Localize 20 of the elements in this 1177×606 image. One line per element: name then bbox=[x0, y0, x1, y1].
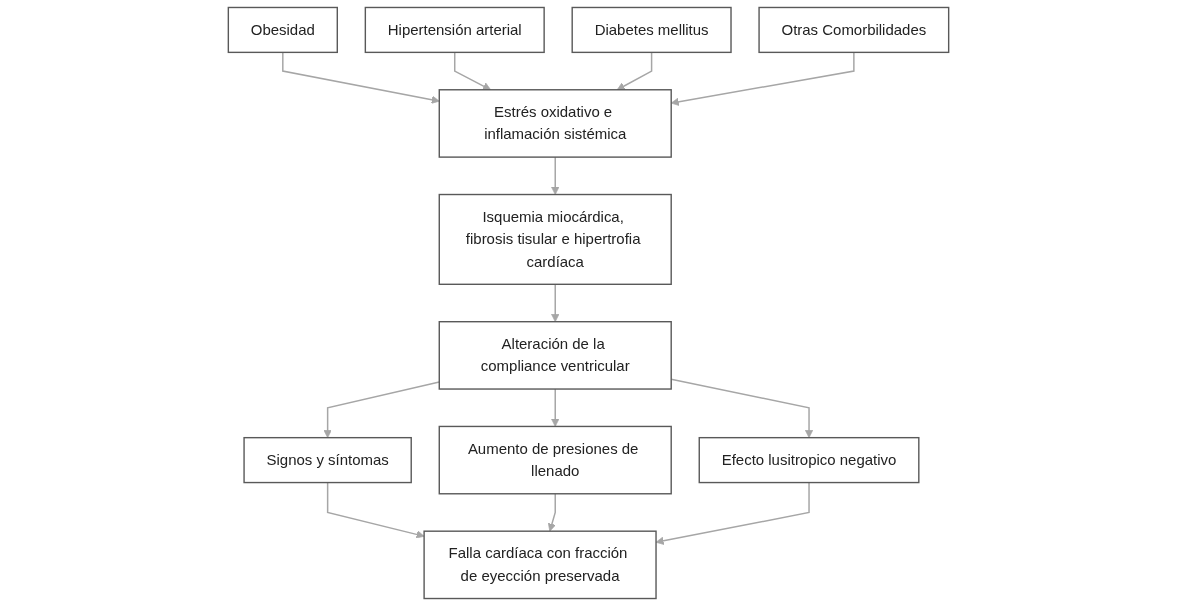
node-box: Diabetes mellitus bbox=[571, 6, 732, 54]
arrow bbox=[551, 156, 560, 195]
node-box: Efecto lusitropico negativo bbox=[698, 436, 920, 484]
node-box: Alteración de la compliance ventricular bbox=[438, 321, 672, 390]
arrow bbox=[323, 381, 440, 439]
node-box: Aumento de presiones de llenado bbox=[438, 425, 672, 495]
arrow bbox=[547, 493, 556, 532]
node-box: Signos y síntomas bbox=[243, 436, 412, 484]
node-box: Otras Comorbilidades bbox=[758, 6, 950, 54]
arrow bbox=[551, 388, 560, 427]
arrow bbox=[454, 51, 491, 91]
node-box: Isquemia miocárdica, fibrosis tisular e hipertrofia cardíaca bbox=[438, 193, 672, 285]
arrow bbox=[282, 51, 440, 104]
node-box: Estrés oxidativo e inflamación sistémica bbox=[438, 89, 672, 158]
arrow bbox=[616, 51, 653, 91]
node-box: Hipertensión arterial bbox=[364, 6, 545, 54]
node-box: Falla cardíaca con fracción de eyección preservada bbox=[423, 530, 657, 600]
arrow bbox=[326, 481, 425, 539]
arrow bbox=[551, 283, 560, 323]
node-box: Obesidad bbox=[227, 6, 338, 54]
